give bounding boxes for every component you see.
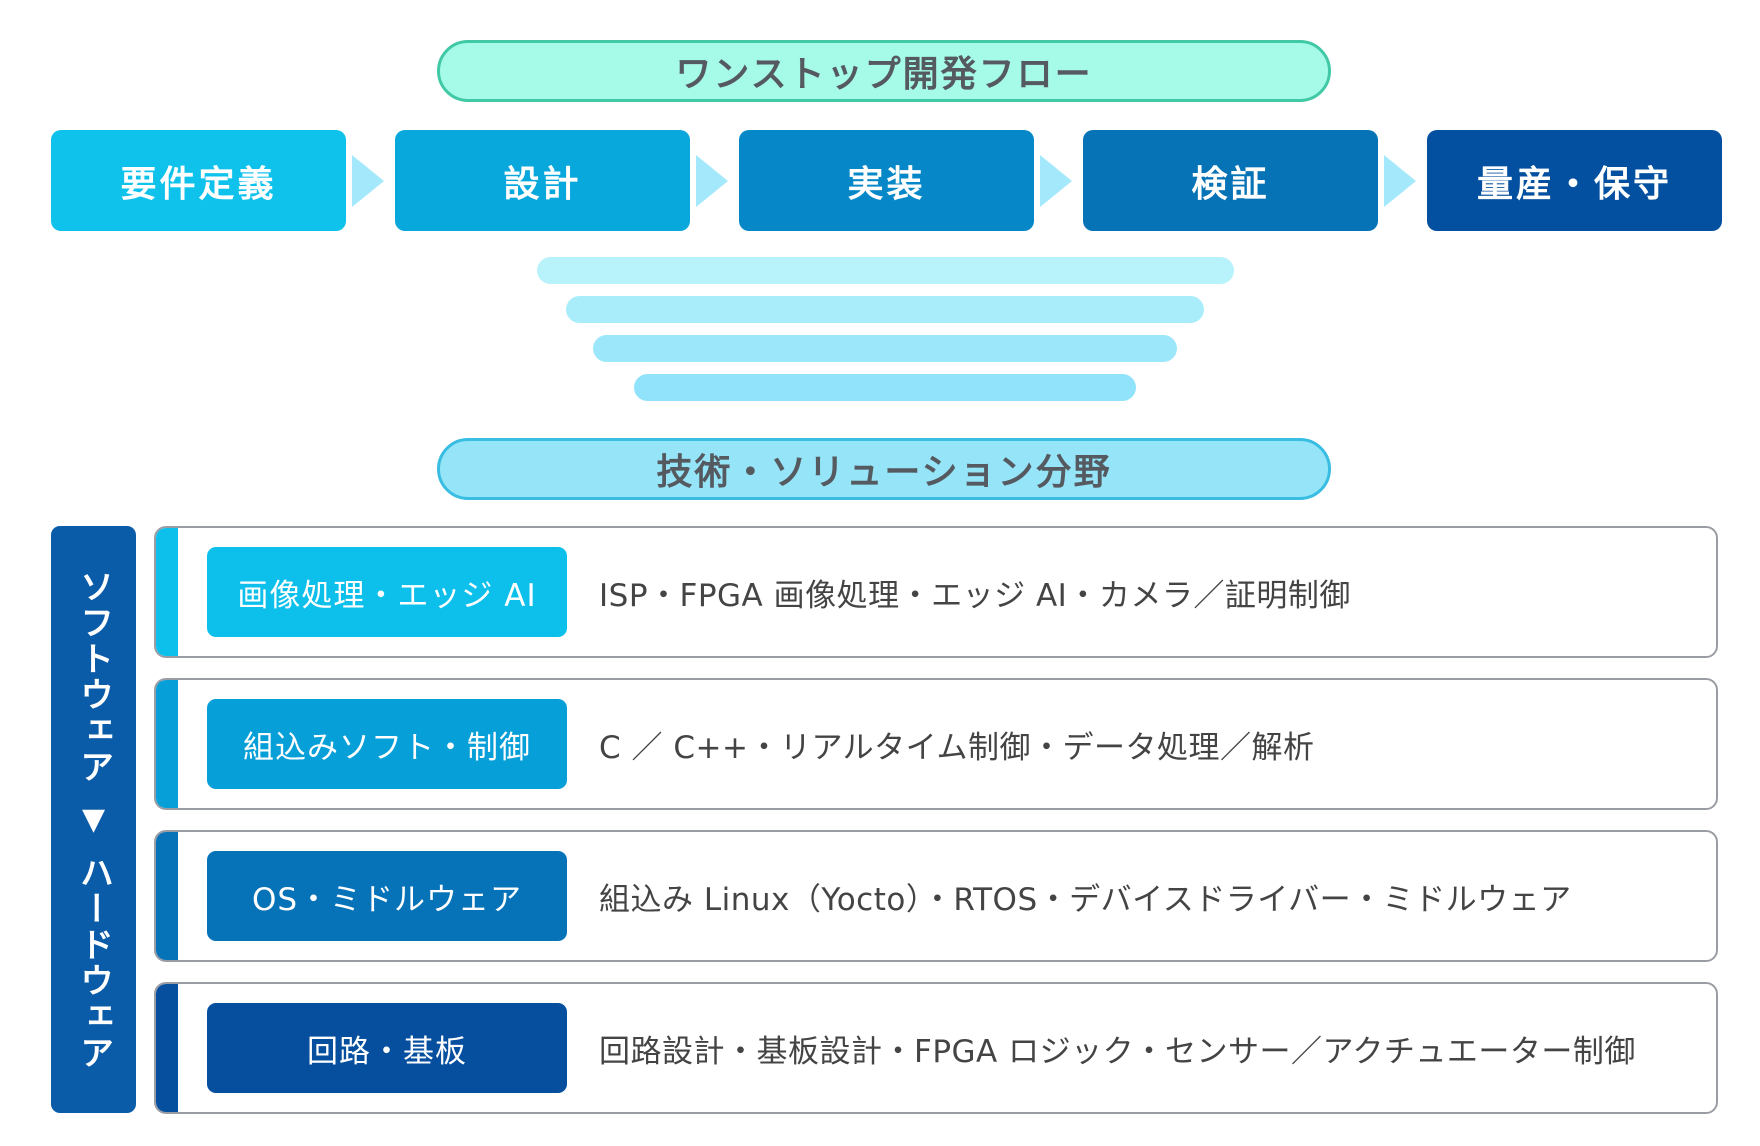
row-description: C ／ C++・リアルタイム制御・データ処理／解析: [599, 729, 1315, 766]
row-label: 組込みソフト・制御: [207, 699, 567, 789]
solution-row-os-middleware: OS・ミドルウェア 組込み Linux（Yocto）・RTOS・デバイスドライバ…: [154, 830, 1718, 962]
flow-arrow-icon: [1040, 155, 1072, 207]
step-verification: 検証: [1083, 130, 1378, 231]
step-production-maintenance: 量産・保守: [1427, 130, 1722, 231]
row-description: 組込み Linux（Yocto）・RTOS・デバイスドライバー・ミドルウェア: [599, 881, 1572, 918]
solutions-title: 技術・ソリューション分野: [437, 438, 1331, 500]
solution-row-circuit-board: 回路・基板 回路設計・基板設計・FPGA ロジック・センサー／アクチュエーター制…: [154, 982, 1718, 1114]
solution-row-image-processing: 画像処理・エッジ AI ISP・FPGA 画像処理・エッジ AI・カメラ／証明制…: [154, 526, 1718, 658]
step-design: 設計: [395, 130, 690, 231]
row-accent: [156, 832, 178, 960]
row-label: 回路・基板: [207, 1003, 567, 1093]
funnel-bar: [566, 296, 1204, 323]
down-arrow-icon: ▼: [81, 801, 106, 837]
flow-arrow-icon: [1384, 155, 1416, 207]
row-label: OS・ミドルウェア: [207, 851, 567, 941]
side-label-software: ソフトウェア: [73, 568, 114, 785]
row-accent: [156, 984, 178, 1112]
row-description: 回路設計・基板設計・FPGA ロジック・センサー／アクチュエーター制御: [599, 1033, 1636, 1070]
software-hardware-axis: ソフトウェア ▼ ハードウェア: [51, 526, 136, 1113]
funnel-bar: [634, 374, 1136, 401]
funnel-bar: [537, 257, 1234, 284]
flow-arrow-icon: [696, 155, 728, 207]
side-label-hardware: ハードウェア: [73, 854, 114, 1071]
step-implementation: 実装: [739, 130, 1034, 231]
step-requirements: 要件定義: [51, 130, 346, 231]
row-accent: [156, 680, 178, 808]
flow-title: ワンストップ開発フロー: [437, 40, 1331, 102]
row-description: ISP・FPGA 画像処理・エッジ AI・カメラ／証明制御: [599, 577, 1351, 614]
flow-arrow-icon: [352, 155, 384, 207]
row-label: 画像処理・エッジ AI: [207, 547, 567, 637]
row-accent: [156, 528, 178, 656]
funnel-bar: [593, 335, 1177, 362]
solution-row-embedded-software: 組込みソフト・制御 C ／ C++・リアルタイム制御・データ処理／解析: [154, 678, 1718, 810]
